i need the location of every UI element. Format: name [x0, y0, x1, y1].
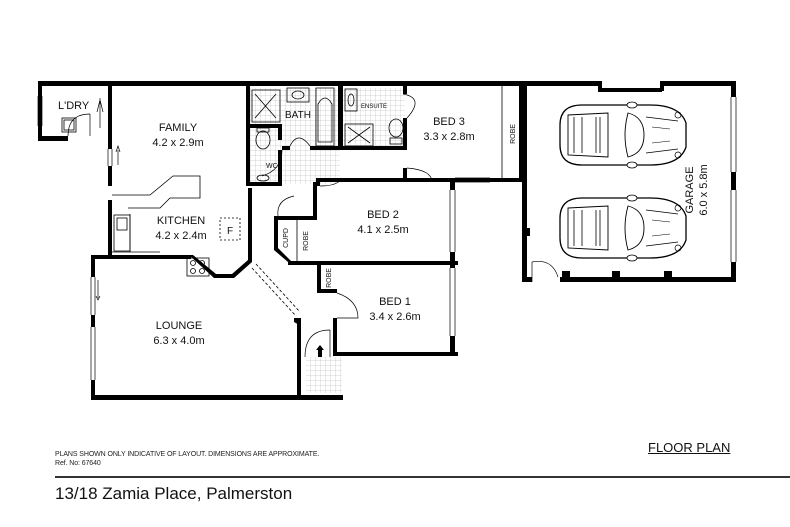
- entry-arrow-icon: [316, 345, 324, 357]
- disclaimer-text: PLANS SHOWN ONLY INDICATIVE OF LAYOUT. D…: [55, 451, 320, 458]
- room-label-wc: WC: [266, 163, 278, 170]
- plan-title: FLOOR PLAN: [648, 440, 731, 455]
- room-label-ensuite: ENSUITE: [361, 104, 387, 110]
- room-label-bed3: BED 3: [433, 116, 465, 128]
- walls: [38, 81, 736, 400]
- bath-tiles: [250, 88, 340, 184]
- room-label-family: FAMILY: [159, 122, 198, 134]
- fittings: [61, 86, 503, 317]
- entry-porch-tiles: [306, 357, 342, 393]
- robe-label-bed1: ROBE: [326, 268, 333, 288]
- room-size-bed2: 4.1 x 2.5m: [357, 224, 408, 236]
- disclaimer: PLANS SHOWN ONLY INDICATIVE OF LAYOUT. D…: [55, 450, 319, 468]
- room-label-bed2: BED 2: [367, 209, 399, 221]
- room-size-garage: 6.0 x 5.8m: [698, 164, 710, 215]
- room-label-laundry: L'DRY: [58, 100, 90, 112]
- room-size-kitchen: 4.2 x 2.4m: [155, 230, 206, 242]
- room-label-garage: GARAGE: [684, 166, 696, 213]
- car-icon-1: [559, 101, 687, 169]
- room-label-lounge: LOUNGE: [156, 320, 202, 332]
- property-address: 13/18 Zamia Place, Palmerston: [55, 484, 293, 503]
- room-size-family: 4.2 x 2.9m: [152, 137, 203, 149]
- robe-label-bed3: ROBE: [510, 124, 517, 144]
- room-label-bath: BATH: [285, 110, 311, 121]
- reference-number: Ref. No: 67640: [55, 460, 101, 467]
- fridge-label: F: [227, 226, 233, 237]
- room-size-lounge: 6.3 x 4.0m: [153, 335, 204, 347]
- windows: [37, 96, 737, 380]
- divider-line: [55, 476, 790, 478]
- room-label-bed1: BED 1: [379, 296, 411, 308]
- car-icon-2: [559, 194, 687, 262]
- room-size-bed3: 3.3 x 2.8m: [423, 131, 474, 143]
- room-label-kitchen: KITCHEN: [157, 215, 205, 227]
- room-size-bed1: 3.4 x 2.6m: [369, 311, 420, 323]
- doors: [67, 93, 559, 358]
- cupboard-label: CUPD: [283, 228, 290, 248]
- robe-label-bed2: ROBE: [303, 231, 310, 251]
